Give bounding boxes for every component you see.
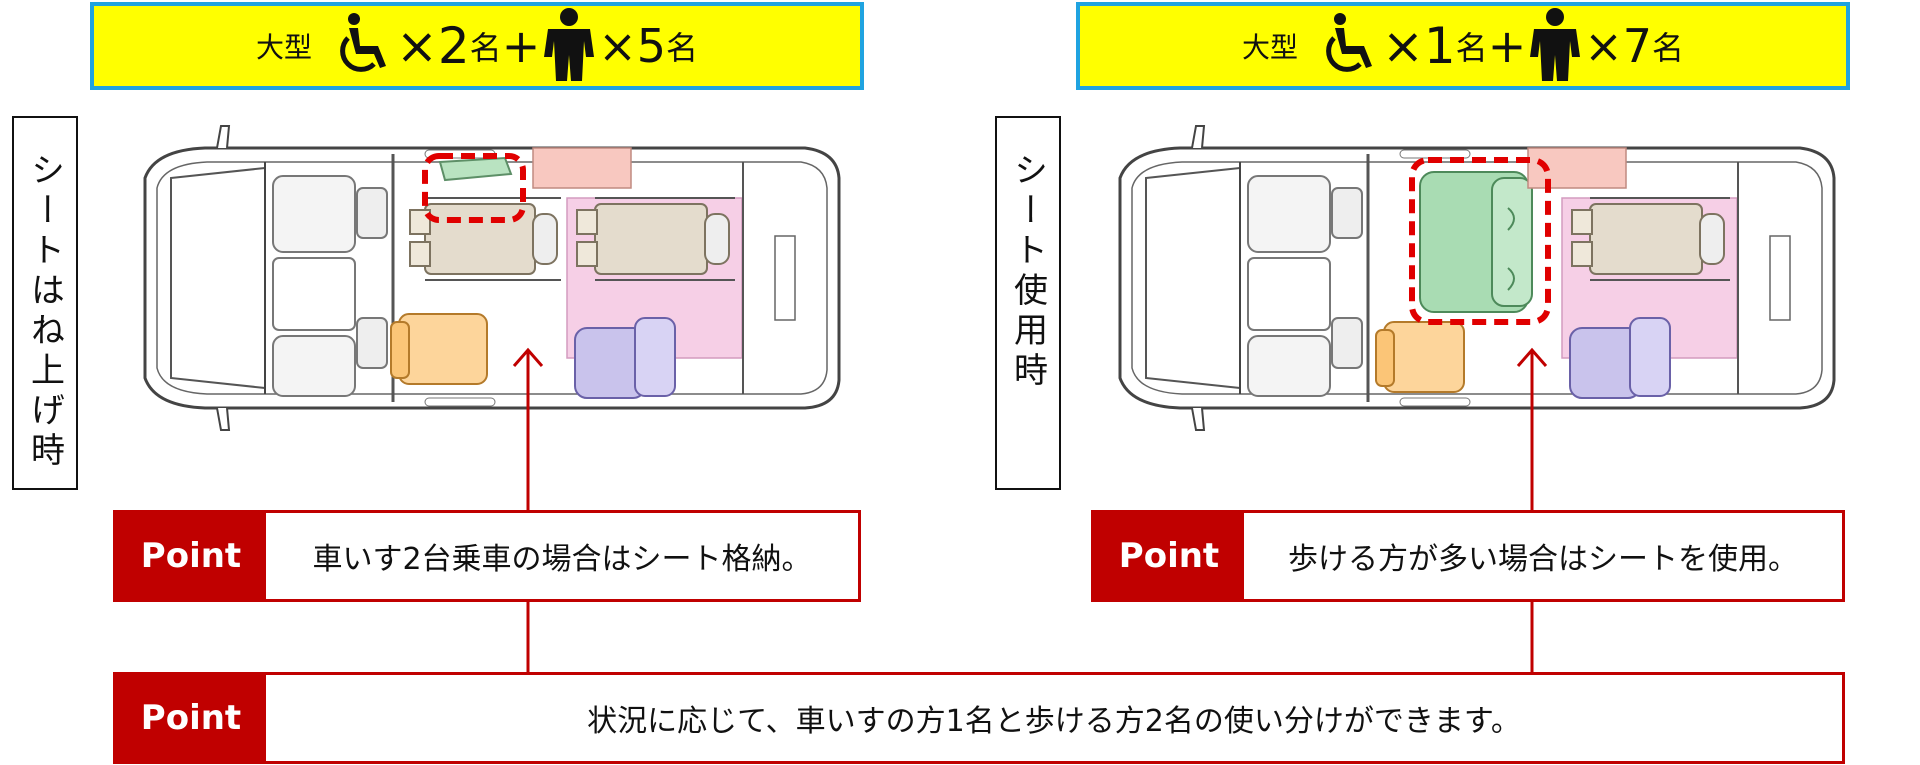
point-tag: Point	[116, 675, 266, 761]
banner-right: 大型 ×1 名 + ×7 名	[1076, 2, 1850, 90]
person-count: ×5	[598, 19, 667, 73]
banner-left: 大型 ×2 名 + ×5 名	[90, 2, 864, 90]
point-box-right: Point 歩ける方が多い場合はシートを使用。	[1091, 510, 1845, 602]
point-text: 歩ける方が多い場合はシートを使用。	[1288, 542, 1798, 577]
side-label-right: シート使用時	[995, 116, 1061, 490]
side-label-right-text: シート使用時	[1007, 152, 1048, 392]
side-label-left: シートはね上げ時	[12, 116, 78, 490]
size-label: 大型	[1241, 31, 1298, 64]
point-box-bottom: Point 状況に応じて、車いすの方1名と歩ける方2名の使い分けができます。	[113, 672, 1845, 764]
point-tag: Point	[1094, 513, 1244, 599]
point-box-left: Point 車いす2台乗車の場合はシート格納。	[113, 510, 861, 602]
plus-sign: +	[501, 19, 541, 73]
person-count: ×7	[1584, 19, 1653, 73]
person-icon	[540, 7, 598, 85]
unit-label-2: 名	[1652, 29, 1685, 67]
side-label-left-text: シートはね上げ時	[24, 152, 65, 472]
plus-sign: +	[1487, 19, 1527, 73]
point-text: 車いす2台乗車の場合はシート格納。	[312, 542, 812, 577]
van-diagram-left	[143, 125, 841, 431]
wheelchair-count: ×2	[395, 17, 470, 75]
point-text: 状況に応じて、車いすの方1名と歩ける方2名の使い分けができます。	[587, 704, 1521, 739]
point-tag: Point	[116, 513, 266, 599]
size-label: 大型	[255, 31, 312, 64]
person-icon	[1526, 7, 1584, 85]
van-diagram-right	[1118, 125, 1836, 431]
wheelchair-icon	[334, 12, 396, 80]
unit-label: 名	[1455, 29, 1488, 67]
wheelchair-icon	[1320, 12, 1382, 80]
unit-label-2: 名	[666, 29, 699, 67]
unit-label: 名	[469, 29, 502, 67]
wheelchair-count: ×1	[1381, 17, 1456, 75]
